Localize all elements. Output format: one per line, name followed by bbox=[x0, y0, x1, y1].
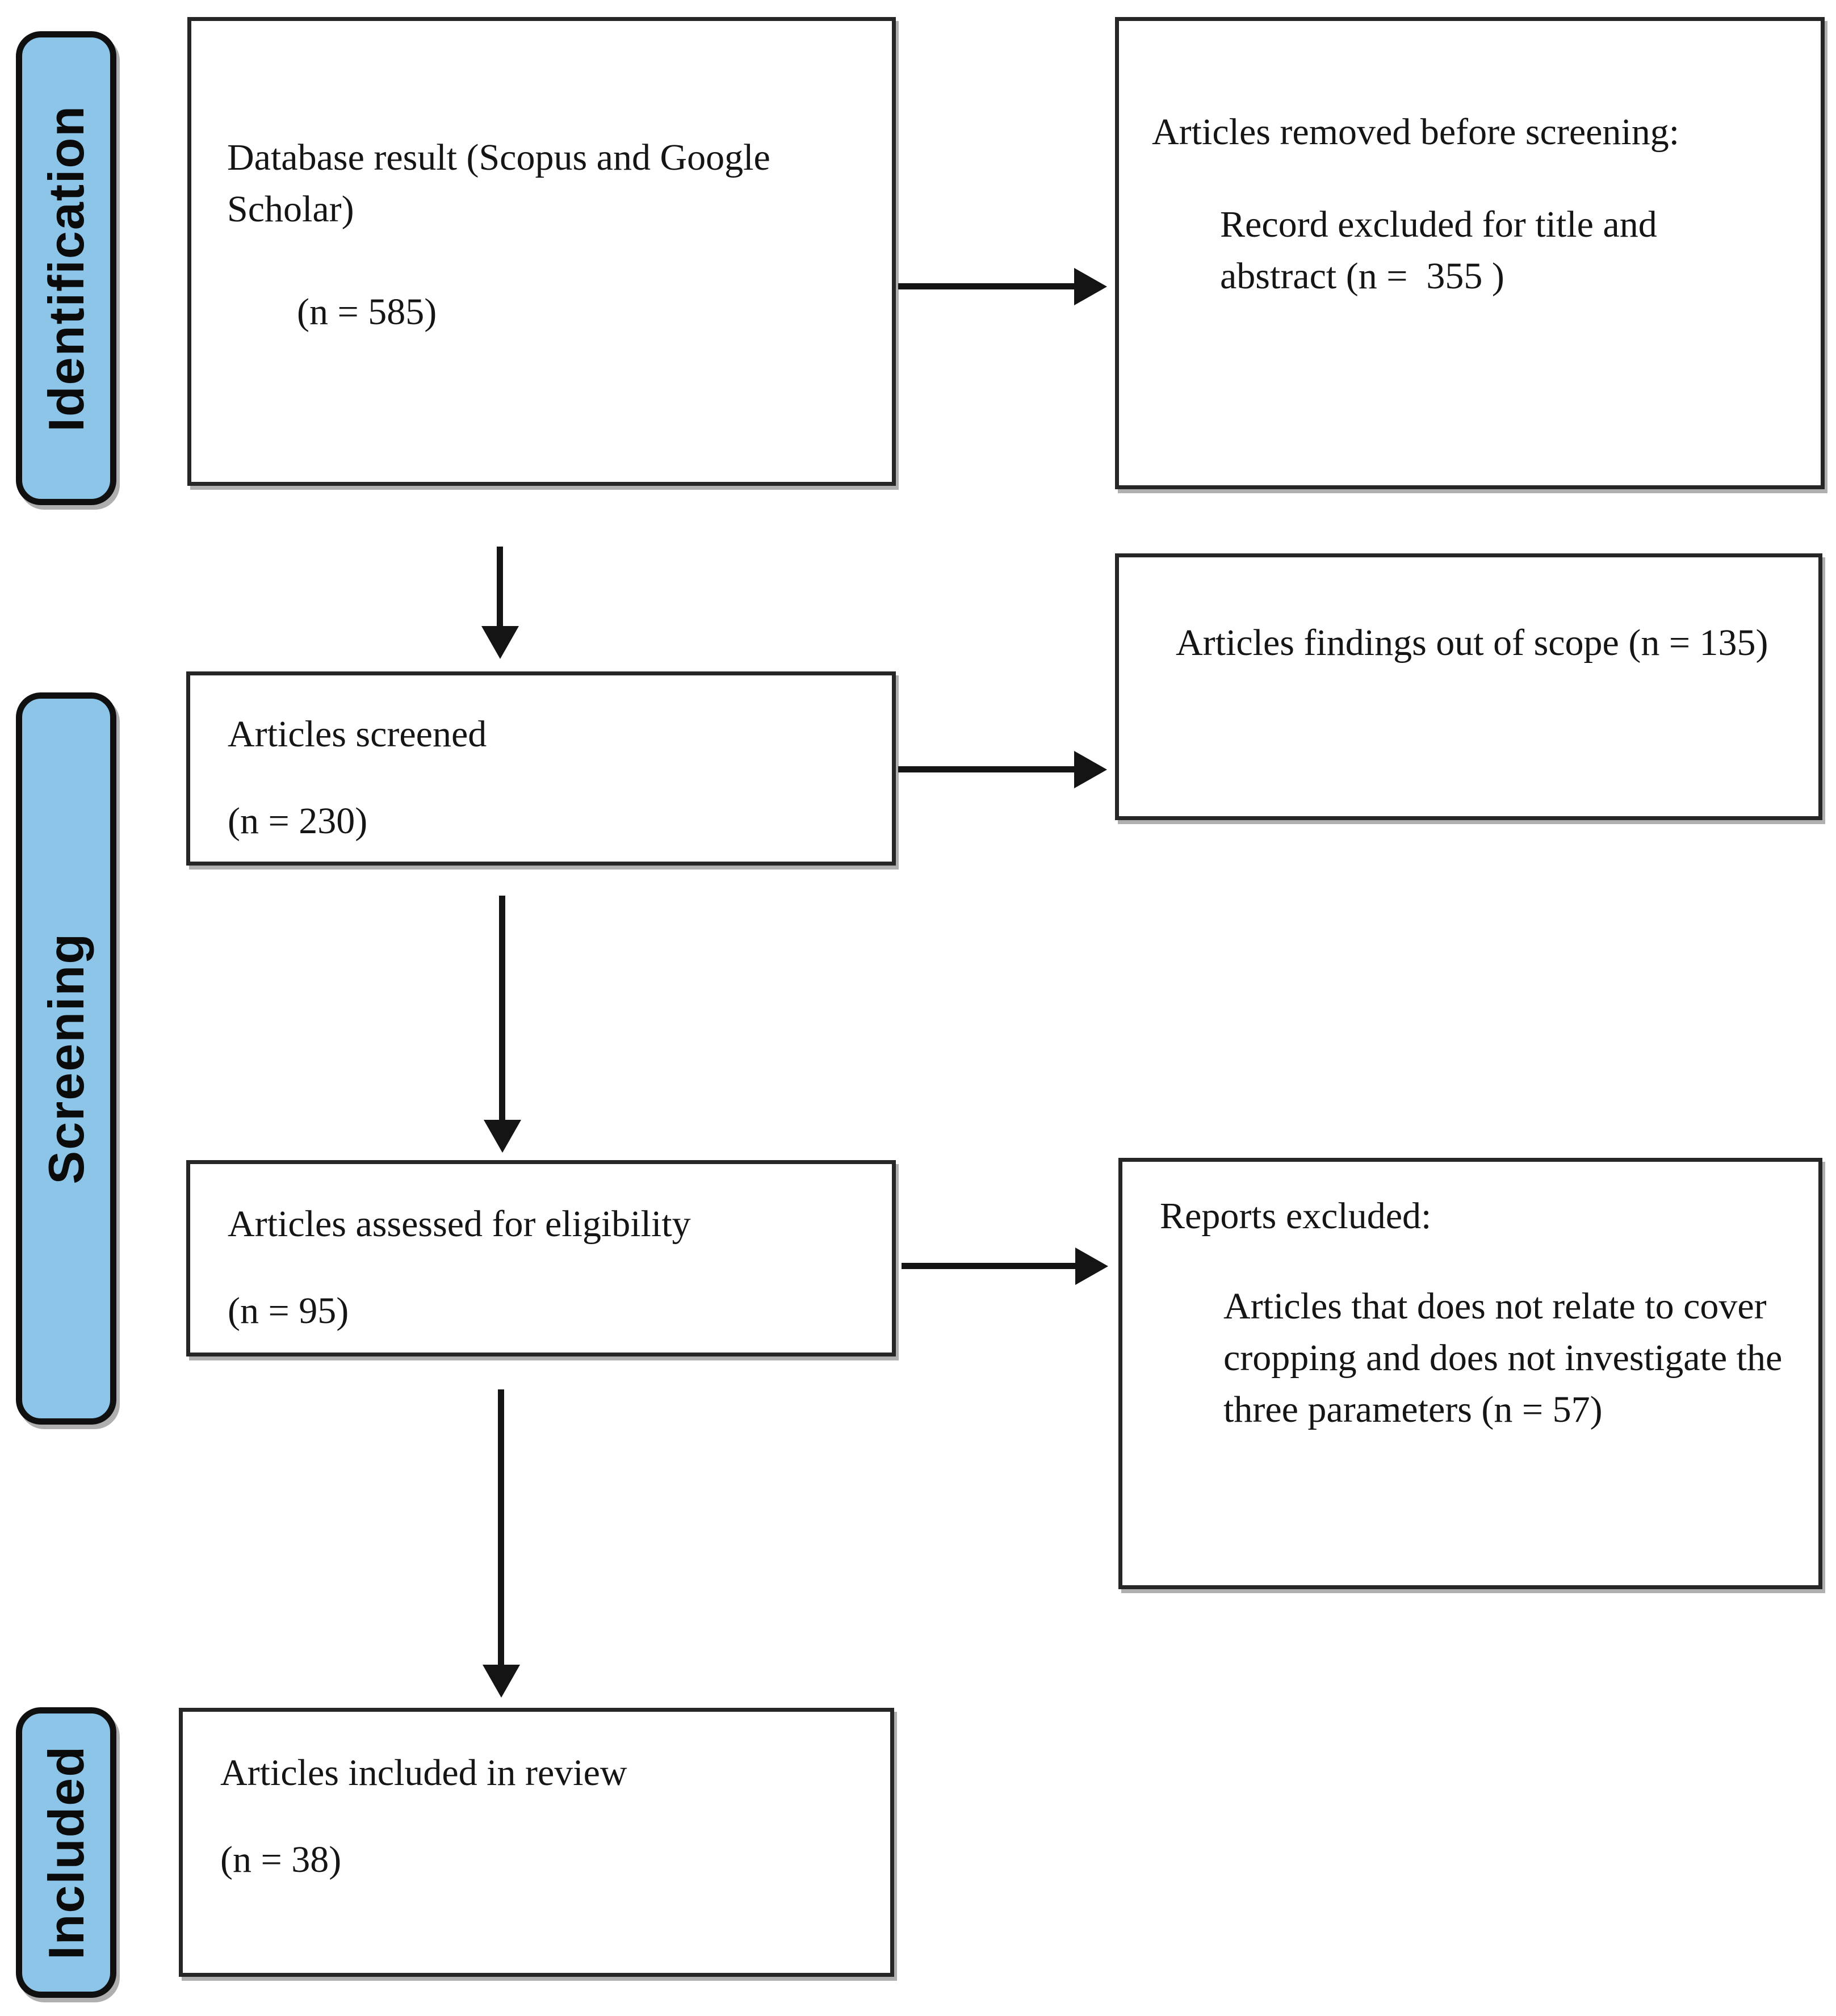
stage-identification: Identification bbox=[16, 31, 116, 505]
stage-screening: Screening bbox=[16, 692, 116, 1425]
arrow-down-screened-to-assessed bbox=[499, 896, 505, 1120]
arrow-right-screened-to-out-of-scope bbox=[898, 766, 1074, 772]
box-assessed-eligibility: Articles assessed for eligibility (n = 9… bbox=[186, 1160, 896, 1356]
box-included-review: Articles included in review (n = 38) bbox=[179, 1708, 894, 1977]
box-articles-screened-count: (n = 230) bbox=[228, 800, 368, 842]
stage-screening-label: Screening bbox=[37, 933, 94, 1185]
arrow-down-database-to-screened bbox=[497, 547, 503, 626]
box-out-of-scope-text: Articles findings out of scope (n = 135) bbox=[1176, 622, 1768, 663]
arrow-right-assessed-to-reports-excluded bbox=[902, 1263, 1075, 1269]
box-database-result-count: (n = 585) bbox=[297, 291, 437, 333]
stage-included: Included bbox=[16, 1707, 116, 1998]
stage-included-label: Included bbox=[37, 1745, 94, 1960]
box-reports-excluded-title: Reports excluded: bbox=[1160, 1195, 1432, 1237]
box-assessed-eligibility-text: Articles assessed for eligibility bbox=[228, 1203, 691, 1245]
box-removed-before-screening-title: Articles removed before screening: bbox=[1152, 111, 1680, 153]
box-database-result-text: Database result (Scopus and Google Schol… bbox=[227, 137, 770, 230]
box-out-of-scope: Articles findings out of scope (n = 135) bbox=[1115, 553, 1822, 820]
box-removed-before-screening: Articles removed before screening: Recor… bbox=[1115, 17, 1825, 489]
arrow-down-assessed-to-included bbox=[498, 1389, 504, 1665]
box-reports-excluded-detail: Articles that does not relate to cover c… bbox=[1223, 1286, 1792, 1431]
box-reports-excluded: Reports excluded: Articles that does not… bbox=[1118, 1158, 1822, 1589]
stage-identification-label: Identification bbox=[37, 104, 94, 432]
box-articles-screened: Articles screened (n = 230) bbox=[186, 671, 896, 866]
box-assessed-eligibility-count: (n = 95) bbox=[228, 1290, 349, 1332]
arrow-right-database-to-removed bbox=[898, 283, 1074, 289]
box-included-review-count: (n = 38) bbox=[220, 1839, 342, 1881]
box-removed-before-screening-detail: Record excluded for title and abstract (… bbox=[1220, 204, 1667, 297]
box-articles-screened-text: Articles screened bbox=[228, 713, 487, 755]
box-database-result: Database result (Scopus and Google Schol… bbox=[187, 17, 896, 486]
box-included-review-text: Articles included in review bbox=[220, 1752, 627, 1794]
